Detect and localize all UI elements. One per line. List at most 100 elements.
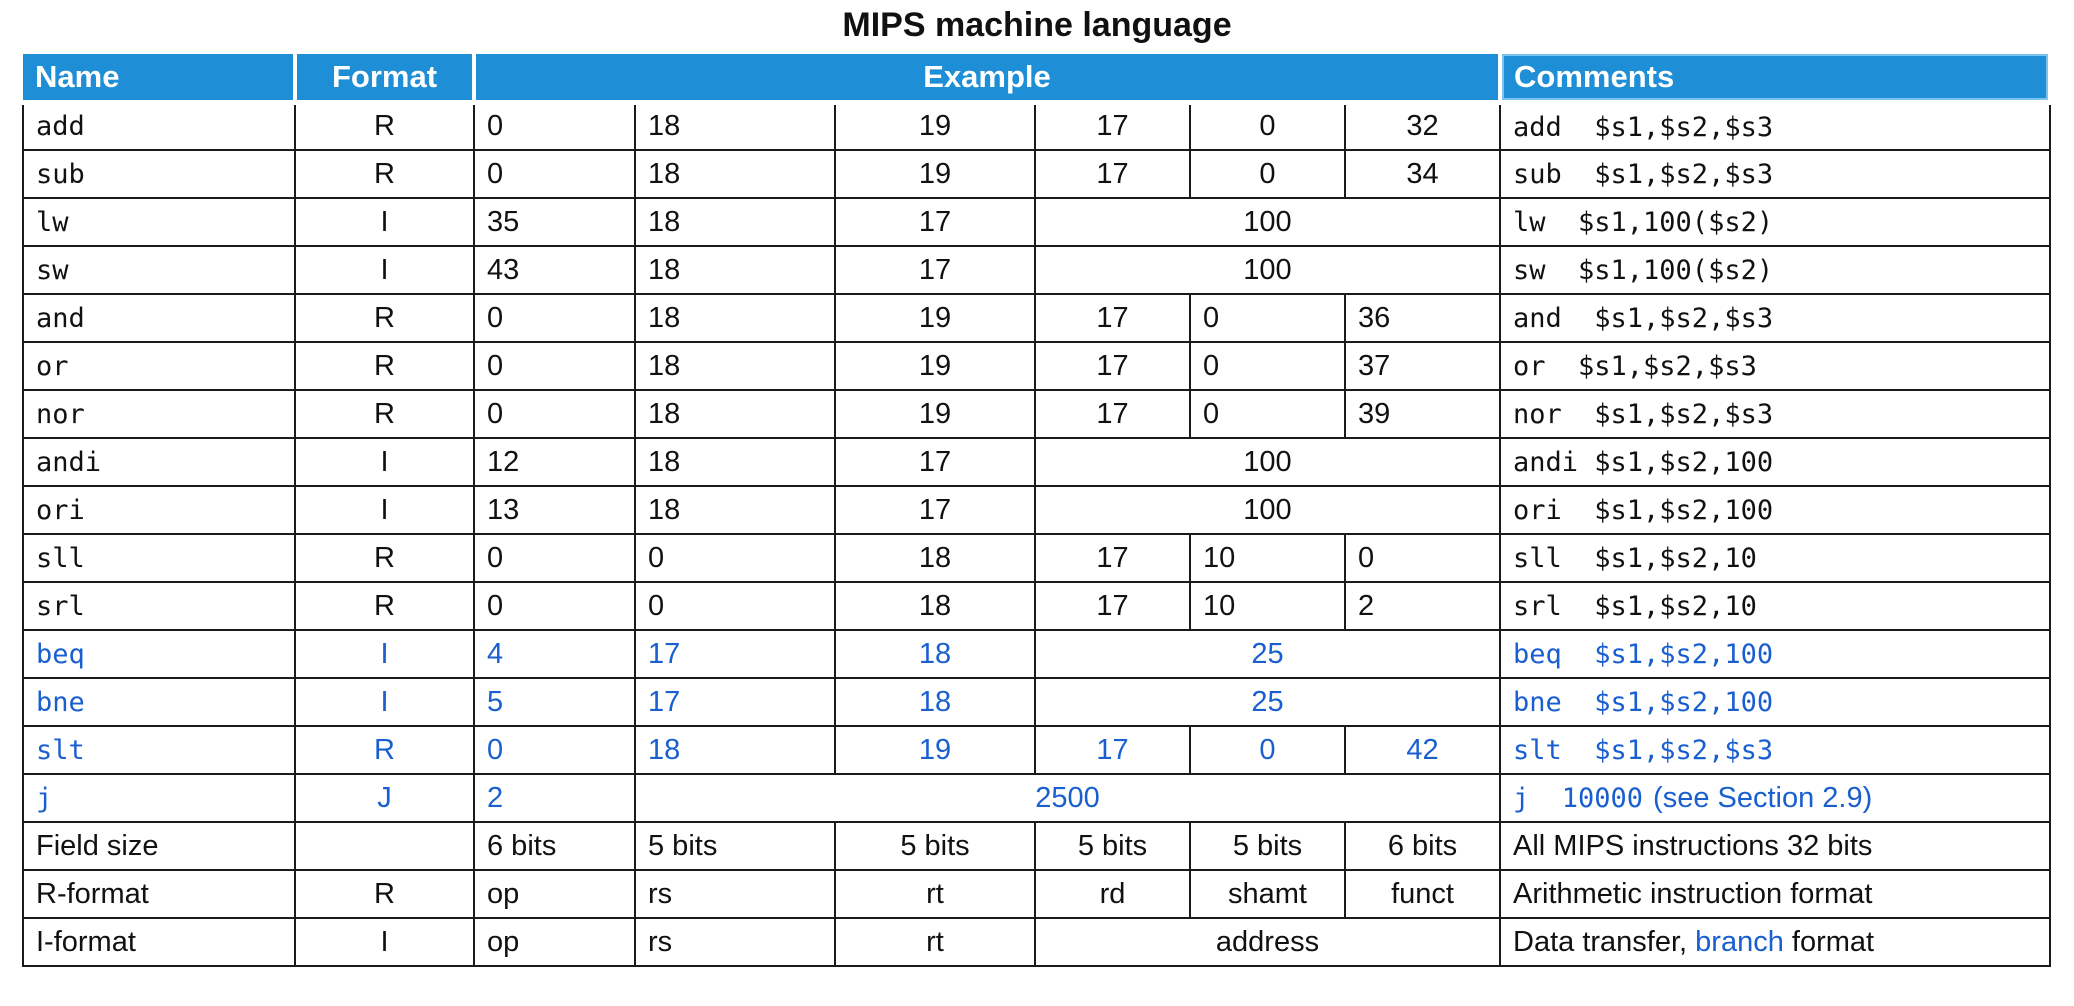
field-value: 17 bbox=[1034, 341, 1191, 391]
field-size-value: 5 bits bbox=[1034, 821, 1191, 871]
instruction-comment: j 10000(see Section 2.9) bbox=[1499, 773, 2051, 823]
page-title: MIPS machine language bbox=[842, 6, 1232, 44]
instruction-name: beq bbox=[22, 629, 296, 679]
field-value: 0 bbox=[473, 293, 636, 343]
instruction-format: R bbox=[294, 581, 475, 631]
field-value: 18 bbox=[634, 485, 836, 535]
header-name: Name bbox=[23, 54, 297, 105]
empty-cell bbox=[294, 821, 475, 871]
instruction-name: andi bbox=[22, 437, 296, 487]
instruction-format: R bbox=[294, 725, 475, 775]
comment-code: sw $s1,100($s2) bbox=[1513, 255, 1774, 286]
format-field: rd bbox=[1034, 869, 1191, 919]
row-format: R bbox=[294, 869, 475, 919]
instruction-format: R bbox=[294, 293, 475, 343]
field-value: 0 bbox=[1189, 725, 1346, 775]
comment-code: sub $s1,$s2,$s3 bbox=[1513, 159, 1774, 190]
instruction-comment: sw $s1,100($s2) bbox=[1499, 245, 2051, 295]
field-value: 13 bbox=[473, 485, 636, 535]
instruction-comment: lw $s1,100($s2) bbox=[1499, 197, 2051, 247]
field-value: 17 bbox=[1034, 389, 1191, 439]
field-value: 0 bbox=[1189, 293, 1346, 343]
field-value: 19 bbox=[834, 293, 1036, 343]
comment-code: srl $s1,$s2,10 bbox=[1513, 591, 1757, 622]
field-value: 18 bbox=[834, 533, 1036, 583]
field-value: 17 bbox=[634, 629, 836, 679]
format-field: rt bbox=[834, 869, 1036, 919]
field-size-value: 6 bits bbox=[1344, 821, 1501, 871]
instruction-comment: srl $s1,$s2,10 bbox=[1499, 581, 2051, 631]
instruction-format: R bbox=[294, 389, 475, 439]
field-value: 10 bbox=[1189, 533, 1346, 583]
instruction-comment: ori $s1,$s2,100 bbox=[1499, 485, 2051, 535]
field-value: 19 bbox=[834, 149, 1036, 199]
instruction-name: srl bbox=[22, 581, 296, 631]
field-value: 18 bbox=[834, 629, 1036, 679]
instruction-format: I bbox=[294, 437, 475, 487]
field-value: 18 bbox=[634, 389, 836, 439]
field-value: 18 bbox=[834, 581, 1036, 631]
field-value: 0 bbox=[634, 581, 836, 631]
instruction-name: nor bbox=[22, 389, 296, 439]
instruction-name: sw bbox=[22, 245, 296, 295]
field-value: 0 bbox=[473, 100, 636, 151]
instruction-format: I bbox=[294, 629, 475, 679]
field-value: 19 bbox=[834, 725, 1036, 775]
field-value: 19 bbox=[834, 389, 1036, 439]
comment-code: add $s1,$s2,$s3 bbox=[1513, 111, 1774, 143]
row-label: R-format bbox=[22, 869, 296, 919]
instruction-name: or bbox=[22, 341, 296, 391]
instruction-format: R bbox=[294, 533, 475, 583]
field-value: 18 bbox=[634, 293, 836, 343]
instruction-format: R bbox=[294, 149, 475, 199]
instruction-comment: sub $s1,$s2,$s3 bbox=[1499, 149, 2051, 199]
instruction-comment: bne $s1,$s2,100 bbox=[1499, 677, 2051, 727]
format-field: rs bbox=[634, 869, 836, 919]
field-size-value: 5 bits bbox=[634, 821, 836, 871]
field-value: 0 bbox=[634, 533, 836, 583]
comment-code: lw $s1,100($s2) bbox=[1513, 207, 1774, 238]
field-value: 17 bbox=[1034, 533, 1191, 583]
instruction-comment: sll $s1,$s2,10 bbox=[1499, 533, 2051, 583]
instruction-comment: nor $s1,$s2,$s3 bbox=[1499, 389, 2051, 439]
instruction-name: bne bbox=[22, 677, 296, 727]
format-field: op bbox=[473, 917, 636, 967]
branch-link[interactable]: branch bbox=[1695, 925, 1784, 958]
format-field: shamt bbox=[1189, 869, 1346, 919]
header-row: Name Format Example Comments bbox=[23, 54, 2052, 105]
comment-code: beq $s1,$s2,100 bbox=[1513, 639, 1774, 670]
field-value: 18 bbox=[634, 437, 836, 487]
instruction-comment: andi $s1,$s2,100 bbox=[1499, 437, 2051, 487]
instruction-name: slt bbox=[22, 725, 296, 775]
field-value: 43 bbox=[473, 245, 636, 295]
comment-code: andi $s1,$s2,100 bbox=[1513, 447, 1774, 478]
comment-note: (see Section 2.9) bbox=[1653, 781, 1873, 814]
comment-code: and $s1,$s2,$s3 bbox=[1513, 303, 1774, 334]
instruction-comment: beq $s1,$s2,100 bbox=[1499, 629, 2051, 679]
field-value: 18 bbox=[634, 100, 836, 151]
field-value: 32 bbox=[1344, 100, 1501, 151]
format-field: rt bbox=[834, 917, 1036, 967]
format-field: address bbox=[1034, 917, 1501, 967]
field-value: 17 bbox=[834, 245, 1036, 295]
field-value: 100 bbox=[1034, 245, 1501, 295]
field-value: 0 bbox=[473, 149, 636, 199]
instruction-name: ori bbox=[22, 485, 296, 535]
field-value: 5 bbox=[473, 677, 636, 727]
instruction-comment: add $s1,$s2,$s3 bbox=[1499, 100, 2051, 151]
instruction-comment: or $s1,$s2,$s3 bbox=[1499, 341, 2051, 391]
field-value: 0 bbox=[473, 581, 636, 631]
field-value: 0 bbox=[1189, 100, 1346, 151]
instruction-comment: slt $s1,$s2,$s3 bbox=[1499, 725, 2051, 775]
field-size-value: 5 bits bbox=[834, 821, 1036, 871]
